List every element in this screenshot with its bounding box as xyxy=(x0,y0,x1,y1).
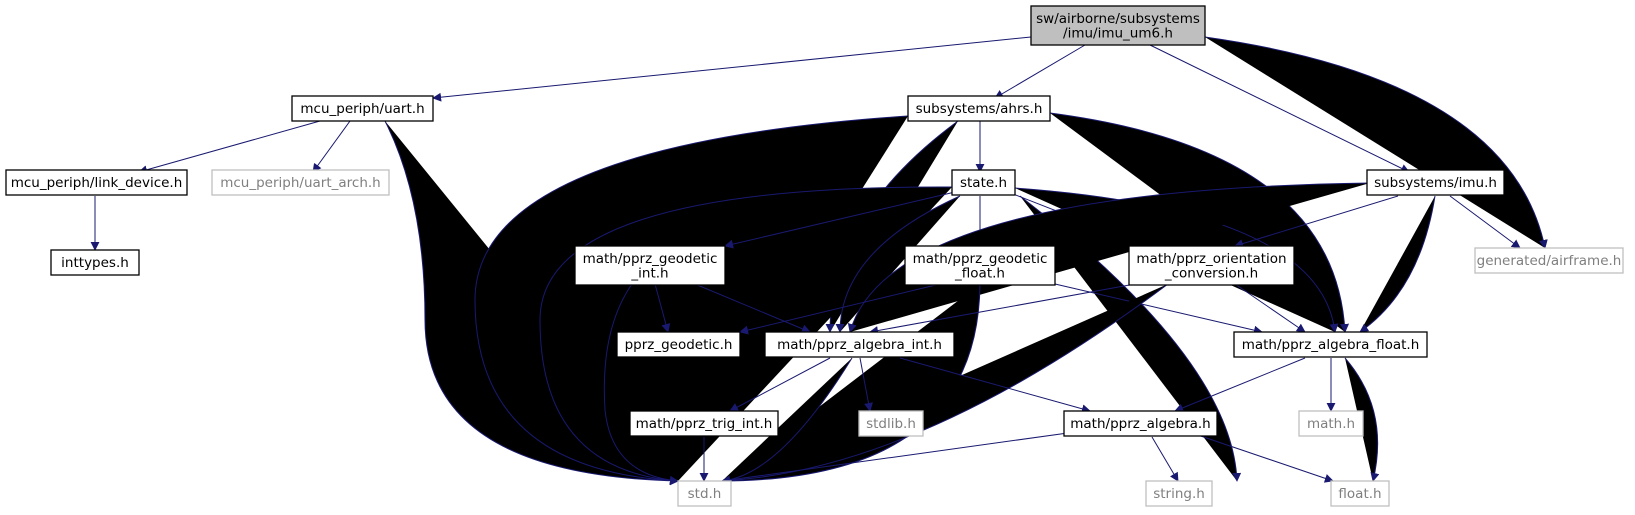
node-box xyxy=(574,245,726,286)
node-trig_int[interactable]: math/pprz_trig_int.h xyxy=(629,410,779,437)
node-box xyxy=(951,169,1016,196)
edge-imu_um6-to-imu xyxy=(1149,44,1410,173)
node-box xyxy=(1366,169,1505,196)
node-math[interactable]: math.h xyxy=(1298,410,1364,437)
node-label: mcu_periph/uart_arch.h xyxy=(220,175,381,191)
node-box xyxy=(1330,480,1390,507)
node-box xyxy=(291,95,434,122)
node-label: math/pprz_trig_int.h xyxy=(636,416,773,432)
node-box xyxy=(616,331,741,358)
node-label: subsystems/imu.h xyxy=(1374,175,1497,191)
edge-imu_um6-to-ahrs xyxy=(994,44,1086,99)
node-stdlib[interactable]: stdlib.h xyxy=(858,410,924,437)
node-label: math/pprz_geodetic xyxy=(583,251,718,267)
node-orientation[interactable]: math/pprz_orientation_conversion.h xyxy=(1128,245,1295,286)
edge-geodetic_int-to-pprz_geodetic xyxy=(654,283,671,333)
node-box xyxy=(1128,245,1295,286)
node-label: math/pprz_orientation xyxy=(1136,251,1286,267)
node-label: generated/airframe.h xyxy=(1477,253,1622,269)
edge-imu_um6-to-uart xyxy=(432,36,1032,102)
node-box xyxy=(5,169,188,196)
edge-orientation-to-std xyxy=(721,283,1169,486)
edge-geodetic_float-to-pprz_geodetic xyxy=(739,283,941,335)
node-label: inttypes.h xyxy=(61,255,129,271)
node-label: pprz_geodetic.h xyxy=(625,337,733,353)
node-geodetic_int[interactable]: math/pprz_geodetic_int.h xyxy=(574,245,726,286)
node-string[interactable]: string.h xyxy=(1145,480,1213,507)
node-label: _float.h xyxy=(954,265,1005,281)
node-label: mcu_periph/link_device.h xyxy=(11,175,183,191)
node-label: _int.h xyxy=(630,265,668,281)
node-label: math/pprz_geodetic xyxy=(913,251,1048,267)
node-box xyxy=(50,249,140,276)
node-box xyxy=(677,480,732,507)
node-geodetic_float[interactable]: math/pprz_geodetic_float.h xyxy=(904,245,1056,286)
node-label: float.h xyxy=(1338,486,1381,502)
node-label: mcu_periph/uart.h xyxy=(300,101,424,117)
node-label: subsystems/ahrs.h xyxy=(916,101,1043,117)
edge-uart-to-uart_arch xyxy=(312,120,351,173)
node-uart[interactable]: mcu_periph/uart.h xyxy=(291,95,434,122)
edge-algebra_float-to-algebra xyxy=(1174,357,1306,413)
node-box xyxy=(1063,410,1218,437)
node-airframe[interactable]: generated/airframe.h xyxy=(1474,247,1624,274)
node-ahrs[interactable]: subsystems/ahrs.h xyxy=(907,95,1051,122)
edge-algebra-to-std xyxy=(721,431,1076,485)
edge-imu-to-orientation xyxy=(1234,195,1399,248)
node-float[interactable]: float.h xyxy=(1330,480,1390,507)
edge-orientation-to-algebra_int xyxy=(869,283,1136,335)
node-box xyxy=(1145,480,1213,507)
node-box xyxy=(764,331,955,358)
edge-geodetic_int-to-algebra_int xyxy=(694,283,811,334)
edge-algebra-to-string xyxy=(1151,436,1179,482)
edge-orientation-to-algebra_float xyxy=(1234,283,1306,333)
node-box xyxy=(858,410,924,437)
node-box xyxy=(1474,247,1624,274)
node-box xyxy=(629,410,779,437)
node-label: math/pprz_algebra_int.h xyxy=(777,337,942,353)
edge-algebra_int-to-algebra xyxy=(899,357,1091,414)
node-uart_arch[interactable]: mcu_periph/uart_arch.h xyxy=(211,169,390,196)
node-label: string.h xyxy=(1153,486,1205,502)
node-algebra_int[interactable]: math/pprz_algebra_int.h xyxy=(764,331,955,358)
node-label: _conversion.h xyxy=(1164,265,1258,281)
node-box xyxy=(907,95,1051,122)
node-box xyxy=(211,169,390,196)
node-state[interactable]: state.h xyxy=(951,169,1016,196)
node-label: math.h xyxy=(1307,416,1355,432)
node-label: stdlib.h xyxy=(866,416,916,432)
node-label: state.h xyxy=(960,175,1007,191)
node-imu[interactable]: subsystems/imu.h xyxy=(1366,169,1505,196)
node-label: /imu/imu_um6.h xyxy=(1063,25,1173,41)
node-std[interactable]: std.h xyxy=(677,480,732,507)
edge-state-to-geodetic_int xyxy=(724,191,956,249)
edge-uart-to-link_device xyxy=(138,120,321,175)
edge-imu-to-airframe xyxy=(1449,195,1521,249)
edge-algebra_int-to-trig_int xyxy=(729,357,831,412)
node-algebra_float[interactable]: math/pprz_algebra_float.h xyxy=(1233,331,1428,358)
edge-algebra_int-to-stdlib xyxy=(859,357,873,412)
node-box xyxy=(1030,5,1206,46)
node-box xyxy=(1233,331,1428,358)
node-label: sw/airborne/subsystems xyxy=(1036,11,1200,27)
node-inttypes[interactable]: inttypes.h xyxy=(50,249,140,276)
node-link_device[interactable]: mcu_periph/link_device.h xyxy=(5,169,188,196)
edge-imu-to-algebra_float xyxy=(1359,195,1436,333)
node-algebra[interactable]: math/pprz_algebra.h xyxy=(1063,410,1218,437)
node-label: math/pprz_algebra_float.h xyxy=(1242,337,1420,353)
edge-algebra_int-to-std xyxy=(721,357,853,485)
node-box xyxy=(904,245,1056,286)
node-imu_um6[interactable]: sw/airborne/subsystems/imu/imu_um6.h xyxy=(1030,5,1206,46)
node-label: std.h xyxy=(688,486,722,502)
node-pprz_geodetic[interactable]: pprz_geodetic.h xyxy=(616,331,741,358)
edge-algebra-to-float xyxy=(1182,429,1334,483)
node-box xyxy=(1298,410,1364,437)
file-nodes: sw/airborne/subsystems/imu/imu_um6.h mcu_… xyxy=(5,5,1624,507)
node-label: math/pprz_algebra.h xyxy=(1070,416,1210,432)
